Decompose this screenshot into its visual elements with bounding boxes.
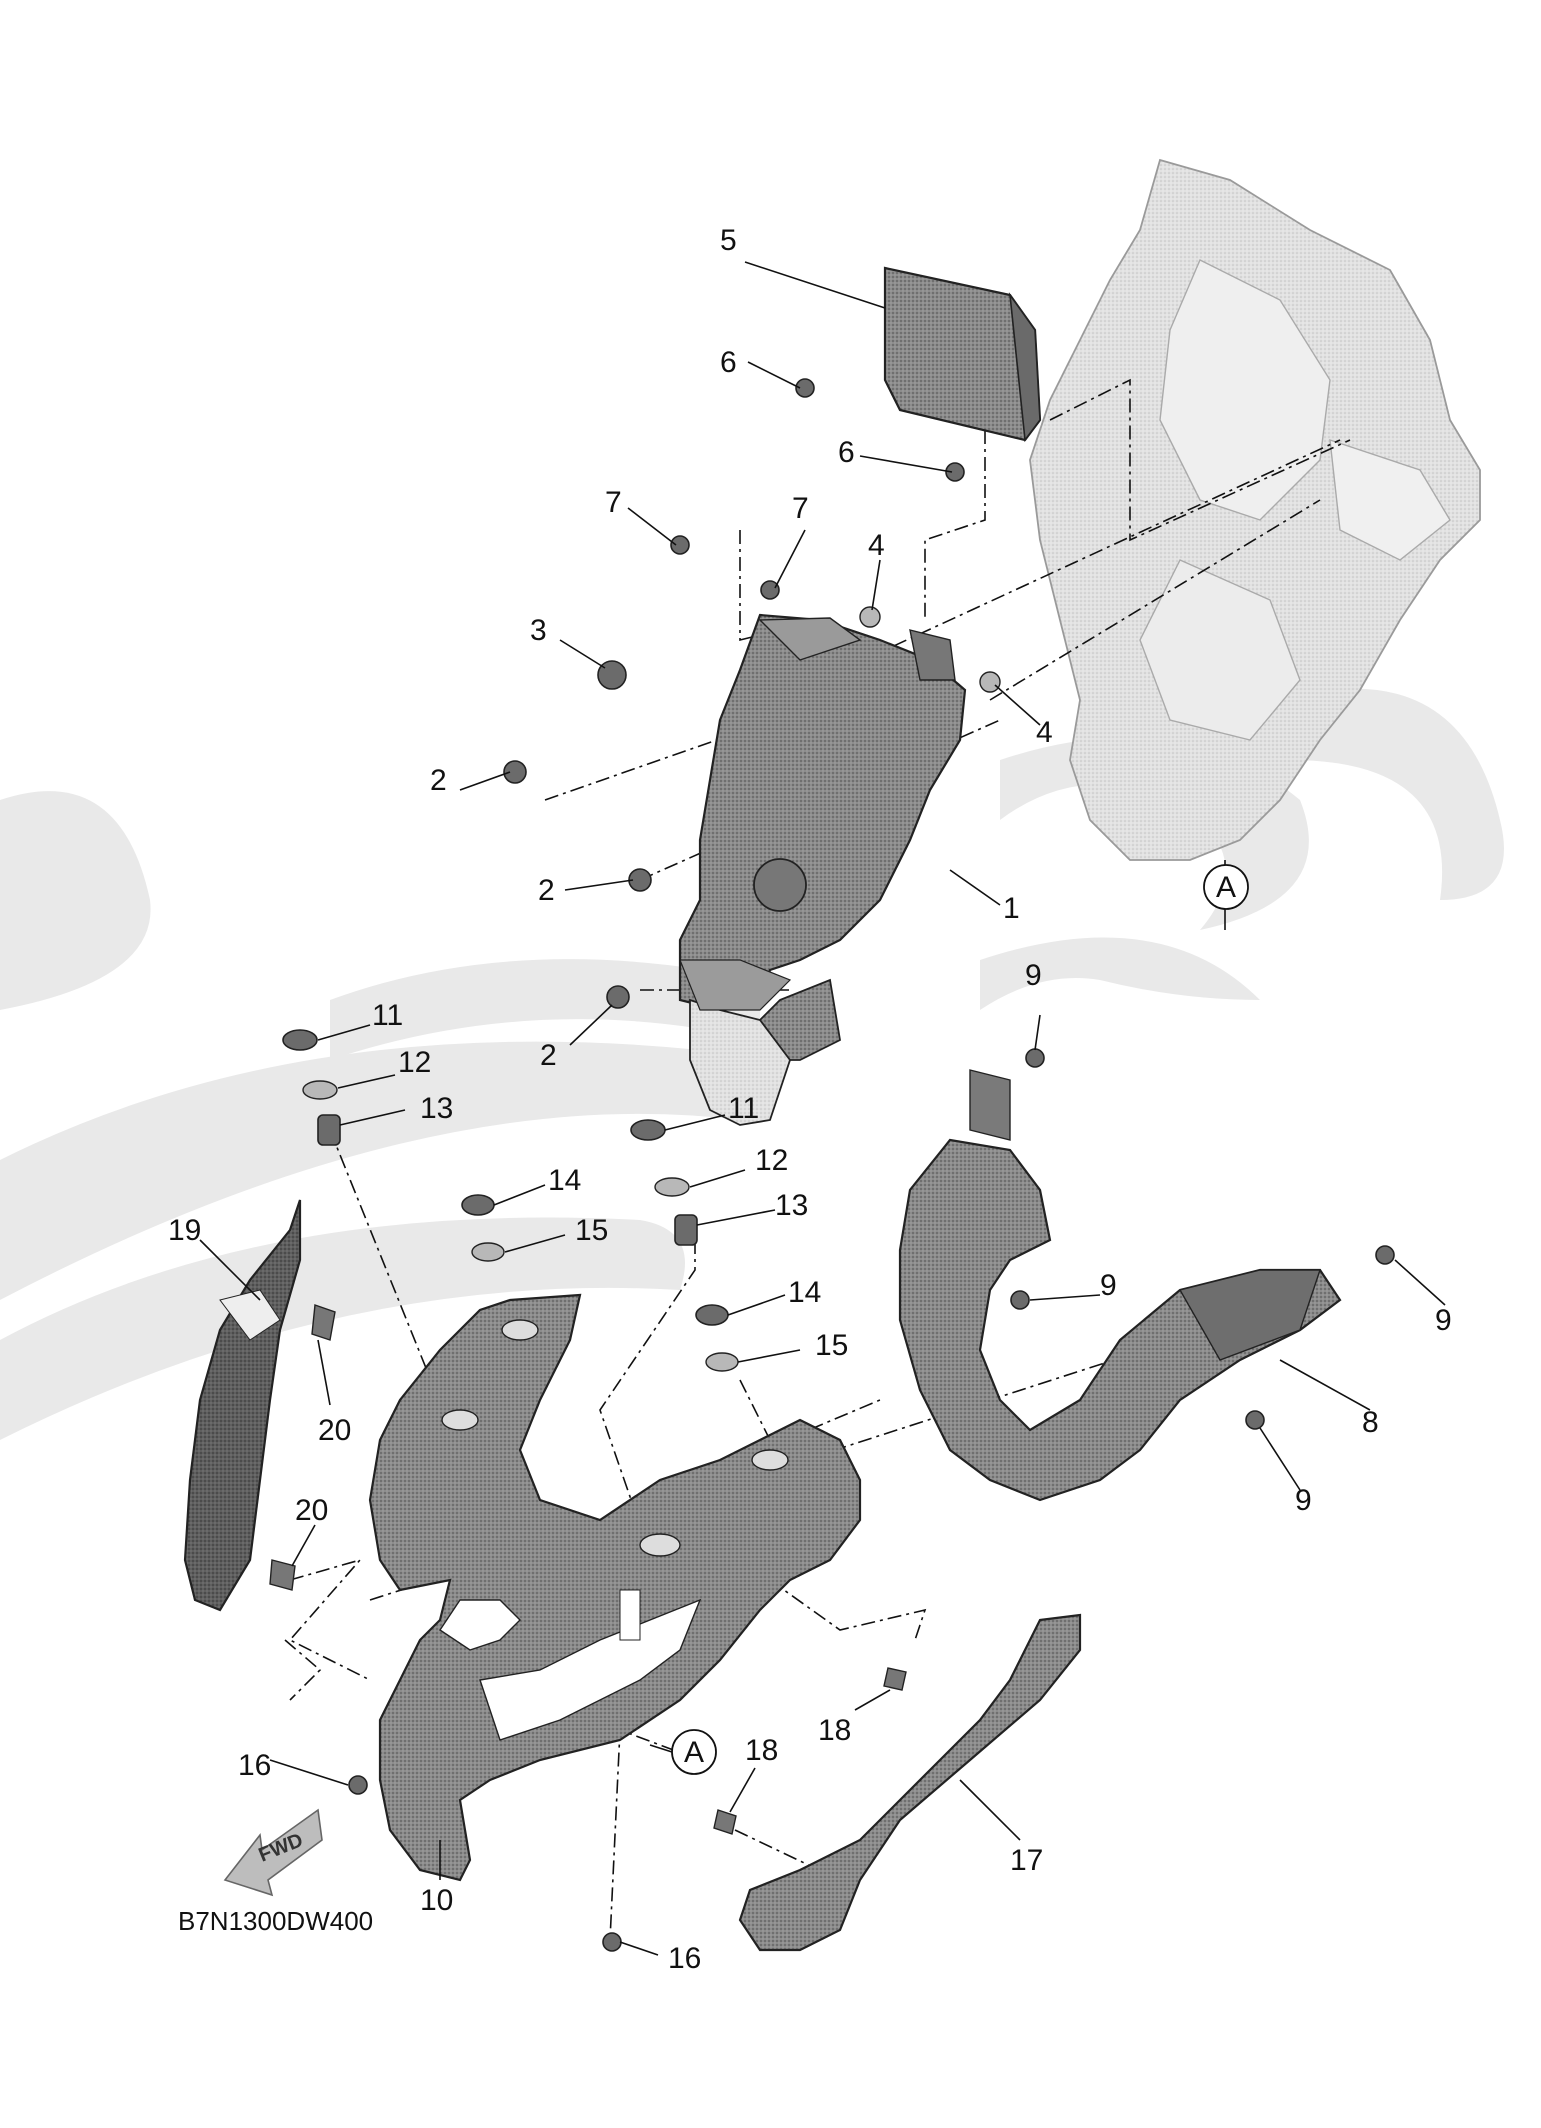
screw-7a xyxy=(670,535,690,555)
part-17-under-panel xyxy=(738,1613,1082,1952)
callout-15b: 15 xyxy=(815,1329,848,1362)
callout-1: 1 xyxy=(1003,892,1020,925)
screw-14b xyxy=(695,1304,729,1326)
frame-ghost xyxy=(1029,158,1481,861)
callout-12a: 12 xyxy=(398,1046,431,1079)
diagram-code: B7N1300DW400 xyxy=(178,1906,373,1936)
collar-13a xyxy=(317,1114,341,1146)
callout-labels: 5 6 6 7 7 4 4 3 2 2 2 1 9 9 9 9 8 11 12 … xyxy=(168,224,1452,1975)
callout-5: 5 xyxy=(720,224,737,257)
callout-13b: 13 xyxy=(775,1189,808,1222)
callout-19: 19 xyxy=(168,1214,201,1247)
reference-a-cowl: A xyxy=(649,1729,717,1775)
screw-16b xyxy=(602,1932,622,1952)
callout-6a: 6 xyxy=(720,346,737,379)
callout-16b: 16 xyxy=(668,1942,701,1975)
screw-9c xyxy=(1375,1245,1395,1265)
callout-13a: 13 xyxy=(420,1092,453,1125)
part-5-control-unit xyxy=(883,266,1042,443)
washer-15b xyxy=(705,1352,739,1372)
callout-9c: 9 xyxy=(1435,1304,1452,1337)
callout-11a: 11 xyxy=(372,999,403,1032)
callout-7a: 7 xyxy=(605,486,622,519)
callout-12b: 12 xyxy=(755,1144,788,1177)
washer-12a xyxy=(302,1080,338,1100)
part-19-side-panel xyxy=(183,1199,302,1612)
callout-18a: 18 xyxy=(818,1714,851,1747)
callout-18b: 18 xyxy=(745,1734,778,1767)
svg-text:A: A xyxy=(684,1736,704,1769)
callout-11b: 11 xyxy=(728,1092,759,1125)
callout-17: 17 xyxy=(1010,1844,1043,1877)
callout-14a: 14 xyxy=(548,1164,581,1197)
callout-20b: 20 xyxy=(295,1494,328,1527)
bracket-20-upper xyxy=(311,1304,336,1341)
washer-12b xyxy=(654,1177,690,1197)
callout-10: 10 xyxy=(420,1884,453,1917)
screw-2c xyxy=(606,985,630,1009)
callout-4a: 4 xyxy=(868,529,885,562)
callout-9d: 9 xyxy=(1295,1484,1312,1517)
screw-11a xyxy=(282,1029,318,1051)
callout-20a: 20 xyxy=(318,1414,351,1447)
callout-14b: 14 xyxy=(788,1276,821,1309)
bracket-18-lower xyxy=(713,1809,737,1835)
screw-6a xyxy=(795,378,815,398)
callout-3: 3 xyxy=(530,614,547,647)
callout-7b: 7 xyxy=(792,492,809,525)
callout-4b: 4 xyxy=(1036,716,1053,749)
callout-8: 8 xyxy=(1362,1406,1379,1439)
svg-text:A: A xyxy=(1216,871,1236,904)
callout-9a: 9 xyxy=(1025,959,1042,992)
bracket-20-lower xyxy=(269,1559,296,1591)
screw-2a xyxy=(503,760,527,784)
fasteners xyxy=(282,378,1395,1952)
collar-13b xyxy=(674,1214,698,1246)
part-8-air-duct xyxy=(898,1069,1342,1502)
screw-11b xyxy=(630,1119,666,1141)
callout-9b: 9 xyxy=(1100,1269,1117,1302)
callout-16a: 16 xyxy=(238,1749,271,1782)
screw-9d xyxy=(1245,1410,1265,1430)
part-1-headlight-assembly xyxy=(678,613,967,1126)
screw-14a xyxy=(461,1194,495,1216)
screw-9a xyxy=(1025,1048,1045,1068)
screw-9b xyxy=(1010,1290,1030,1310)
callout-6b: 6 xyxy=(838,436,855,469)
grommet-4a xyxy=(859,606,881,628)
bracket-18-upper xyxy=(883,1667,907,1691)
part-10-front-cowl xyxy=(368,1293,862,1882)
screw-16a xyxy=(348,1775,368,1795)
callout-2a: 2 xyxy=(430,764,447,797)
collar-3 xyxy=(597,660,627,690)
screw-7b xyxy=(760,580,780,600)
callout-2b: 2 xyxy=(538,874,555,907)
reference-a-frame: A xyxy=(1203,864,1249,910)
fwd-arrow-icon: FWD xyxy=(223,1808,323,1897)
washer-15a xyxy=(471,1242,505,1262)
callout-15a: 15 xyxy=(575,1214,608,1247)
screw-6b xyxy=(945,462,965,482)
grommet-4b xyxy=(979,671,1001,693)
callout-2c: 2 xyxy=(540,1039,557,1072)
